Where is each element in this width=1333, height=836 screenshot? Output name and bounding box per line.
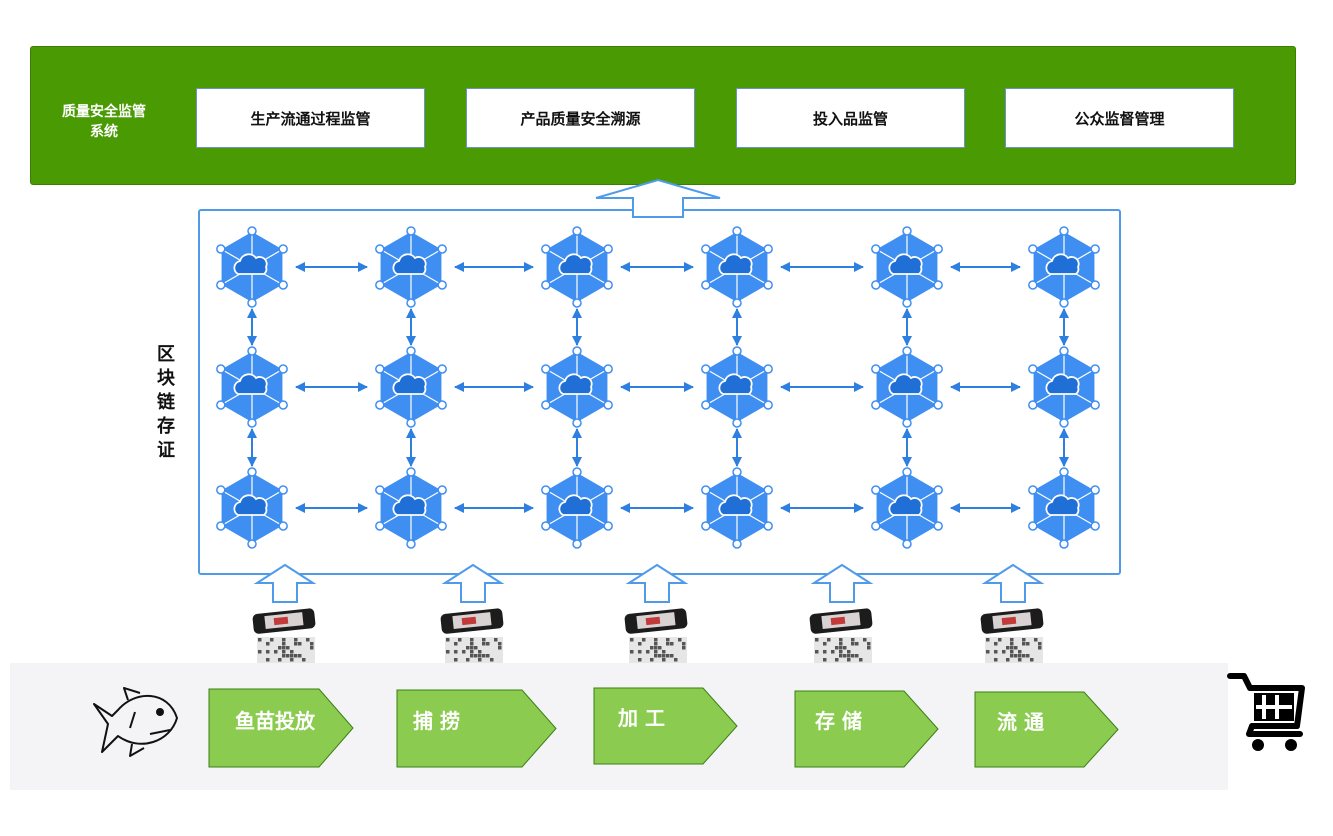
smartphone-icon [624,608,688,634]
module-public-supervision[interactable]: 公众监督管理 [1005,88,1234,148]
blockchain-node-icon [1028,226,1100,308]
qr-code-icon [629,637,687,663]
blockchain-node-icon [375,467,447,549]
upload-arrow [625,563,689,603]
stage-chevron [974,691,1119,768]
stage-storage[interactable]: 存 储 [815,709,862,733]
blockchain-node-icon [871,467,943,549]
blockchain-label: 区 块 链 存 证 [157,344,175,461]
blockchain-node-icon [701,346,773,428]
upload-arrow [810,563,874,603]
blockchain-node-icon [701,226,773,308]
data-upload-arrows [253,563,1045,603]
stage-chevron [208,688,354,768]
up-arrow-to-system [595,178,721,218]
blockchain-nodes [216,226,1100,549]
quality-safety-system-panel: 质量安全监管 系统 生产流通过程监管 产品质量安全溯源 投入品监管 公众监督管理 [30,46,1296,185]
collection-devices [252,608,1044,663]
blockchain-node-icon [701,467,773,549]
stage-processing[interactable]: 加 工 [618,706,665,730]
stage-circulation[interactable]: 流 通 [997,710,1044,734]
blockchain-node-icon [541,226,613,308]
stage-chevron [794,690,939,768]
stage-chevron [396,689,557,768]
blockchain-node-icon [375,346,447,428]
qr-code-icon [257,637,315,663]
qr-code-icon [814,637,872,663]
blockchain-node-icon [871,346,943,428]
blockchain-node-icon [871,226,943,308]
blockchain-node-icon [375,226,447,308]
qr-code-icon [445,637,503,663]
module-product-traceability[interactable]: 产品质量安全溯源 [466,88,695,148]
blockchain-node-icon [1028,467,1100,549]
blockchain-node-icon [216,226,288,308]
stage-chevrons [208,687,1119,768]
blockchain-node-icon [1028,346,1100,428]
stage-chevron [593,687,738,765]
node-links [247,262,1069,513]
fish-icon [93,687,178,757]
upload-arrow [981,563,1045,603]
upload-arrow [253,563,317,603]
shopping-cart-icon [1227,673,1305,751]
upload-arrow [441,563,505,603]
stage-fry-release[interactable]: 鱼苗投放 [235,709,315,733]
smartphone-icon [252,608,316,634]
smartphone-icon [980,608,1044,634]
module-inputs-supervision[interactable]: 投入品监管 [736,88,965,148]
smartphone-icon [440,608,504,634]
blockchain-node-icon [216,346,288,428]
blockchain-node-icon [216,467,288,549]
qr-code-icon [985,637,1043,663]
blockchain-node-icon [541,346,613,428]
blockchain-node-icon [541,467,613,549]
smartphone-icon [809,608,873,634]
module-production-monitoring[interactable]: 生产流通过程监管 [196,88,425,148]
stage-fishing[interactable]: 捕 捞 [413,709,460,733]
system-title: 质量安全监管 系统 [62,104,146,140]
